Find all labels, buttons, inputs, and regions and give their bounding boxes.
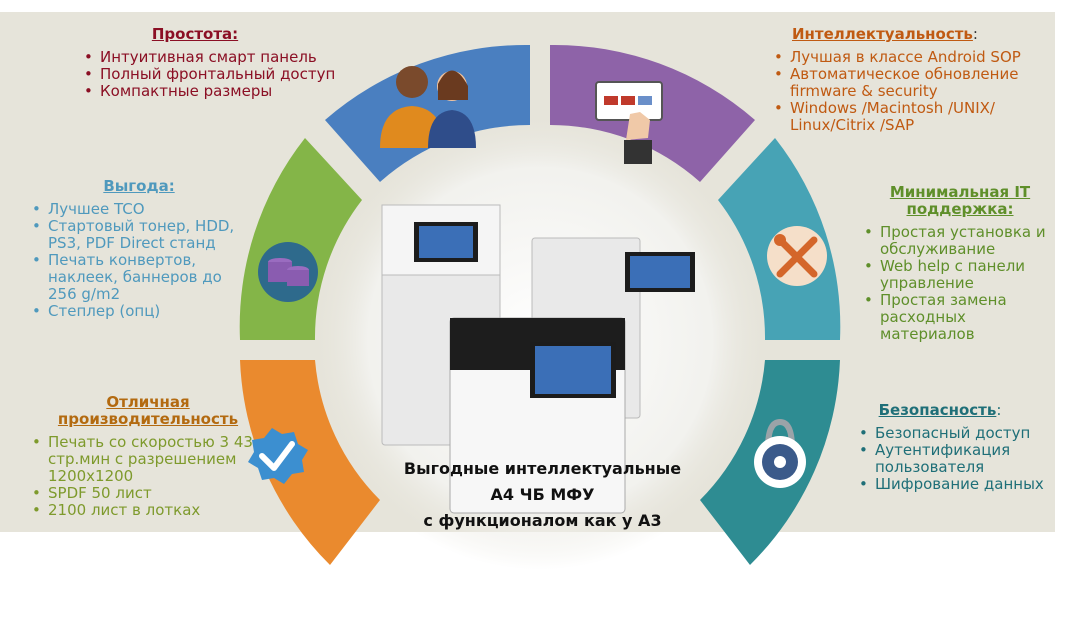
- section-title-performance: Отличная производительность: [28, 394, 268, 428]
- section-benefit: Выгода: Лучшее TCO Стартовый тонер, HDD,…: [28, 177, 248, 321]
- printer-icon: [381, 204, 695, 514]
- section-title-simplicity: Простота:: [151, 25, 239, 43]
- list-item: Шифрование данных: [855, 476, 1055, 494]
- section-it-support: Минимальная IT поддержка: Простая устано…: [860, 184, 1060, 343]
- list-item: Web help с панели управление: [860, 258, 1060, 292]
- list-item: Степлер (опц): [28, 303, 248, 321]
- coins-icon: [258, 242, 318, 302]
- section-simplicity: Простота: Интуитивная смарт панель Полны…: [80, 25, 370, 101]
- title-line: производительность: [57, 410, 239, 428]
- section-title-intelligence-wrap: Интеллектуальность:: [770, 26, 1000, 43]
- section-title-it-support: Минимальная IT поддержка:: [860, 184, 1060, 218]
- list-item: Лучшее TCO: [28, 201, 248, 219]
- list-item: Лучшая в классе Android SOP: [770, 49, 1040, 67]
- section-title-security-wrap: Безопасность:: [855, 402, 1025, 419]
- list-item: Простая установка и обслуживание: [860, 224, 1060, 258]
- caption-line: А4 ЧБ МФУ: [490, 485, 595, 504]
- list-item: Печать со скоростью 3‌ 43 стр.мин с разр…: [28, 434, 268, 485]
- list-item: Windows /Macintosh /UNIX/ Linux/Citrix /…: [770, 100, 1040, 134]
- list-item: Аутентификация пользователя: [855, 442, 1055, 476]
- product-caption: Выгодные интеллектуальные А4 ЧБ МФУ с фу…: [380, 456, 705, 534]
- touch-panel-icon: [595, 81, 663, 164]
- it-support-list: Простая установка и обслуживание Web hel…: [860, 224, 1060, 343]
- list-item: Простая замена расходных материалов: [860, 292, 1060, 343]
- benefit-list: Лучшее TCO Стартовый тонер, HDD, PS3, PD…: [28, 201, 248, 321]
- simplicity-list: Интуитивная смарт панель Полный фронталь…: [80, 49, 370, 101]
- list-item: Интуитивная смарт панель: [80, 49, 370, 67]
- section-security: Безопасность: Безопасный доступ Аутентиф…: [855, 402, 1055, 494]
- title-line: поддержка:: [906, 200, 1014, 218]
- list-item: SPDF 50 лист: [28, 485, 268, 503]
- list-item: 2100 лист в лотках: [28, 502, 268, 520]
- section-performance: Отличная производительность Печать со ск…: [28, 394, 268, 520]
- padlock-icon: [754, 418, 806, 488]
- list-item: Компактные размеры: [80, 83, 370, 101]
- list-item: Печать конвертов, наклеек, баннеров до 2…: [28, 252, 248, 303]
- list-item: Безопасный доступ: [855, 425, 1055, 443]
- title-suffix: :: [972, 25, 978, 43]
- caption-line: Выгодные интеллектуальные: [403, 459, 682, 478]
- security-list: Безопасный доступ Аутентификация пользов…: [855, 425, 1055, 494]
- section-title-security: Безопасность: [878, 401, 997, 419]
- intelligence-list: Лучшая в классе Android SOP Автоматическ…: [770, 49, 1040, 134]
- performance-list: Печать со скоростью 3‌ 43 стр.мин с разр…: [28, 434, 268, 520]
- list-item: Автоматическое обновление firmware & sec…: [770, 66, 1040, 100]
- title-line: Минимальная IT: [889, 183, 1031, 201]
- ring-segment-orange: [240, 360, 380, 565]
- people-icon: [380, 66, 476, 148]
- list-item: Стартовый тонер, HDD, PS3, PDF Direct ст…: [28, 218, 248, 252]
- caption-line: с функционалом как у А3: [423, 511, 662, 530]
- title-suffix: :: [996, 401, 1002, 419]
- tools-icon: [767, 226, 827, 286]
- section-title-intelligence: Интеллектуальность: [792, 25, 973, 43]
- title-line: Отличная: [106, 393, 190, 411]
- section-intelligence: Интеллектуальность: Лучшая в классе Andr…: [770, 26, 1040, 134]
- list-item: Полный фронтальный доступ: [80, 66, 370, 84]
- section-title-benefit: Выгода:: [103, 177, 175, 195]
